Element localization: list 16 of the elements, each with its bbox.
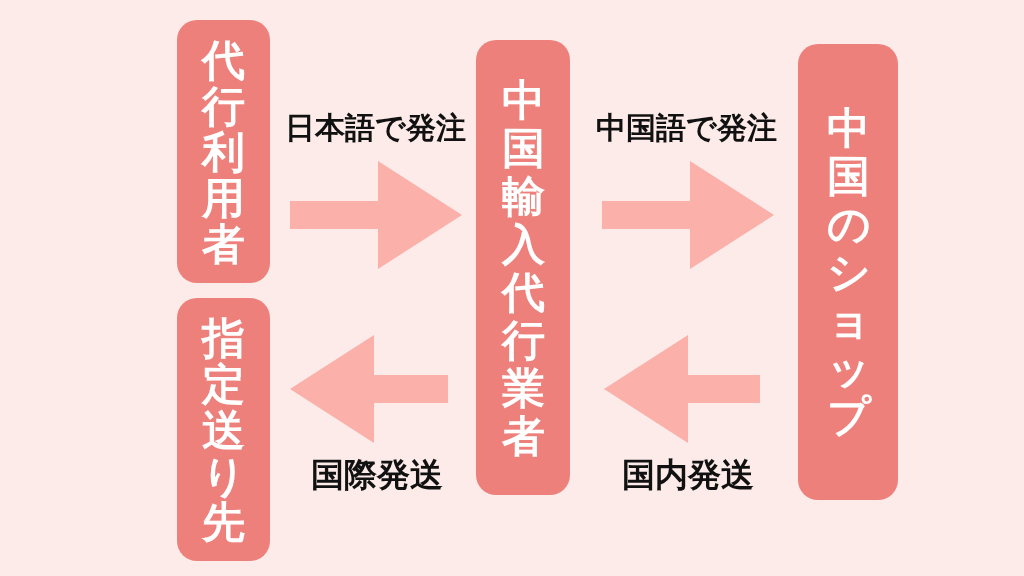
arrow [290,161,462,269]
node-label: 中国のショップ [826,104,870,440]
arrow [604,335,760,443]
node-label: 中国輸入代行業者 [501,75,545,460]
node-label: 代行利用者 [202,36,245,267]
process-box [798,44,898,500]
node-label: 指定送り先 [202,314,245,545]
process-box [476,40,570,495]
process-box [177,298,270,561]
arrow [602,161,774,269]
edge-label: 国内発送 [622,456,754,494]
process-box [177,20,270,283]
edge-label: 中国語で発注 [595,110,777,144]
edge-label: 国際発送 [311,456,443,494]
edge-label: 日本語で発注 [284,110,466,144]
arrow [290,335,448,443]
